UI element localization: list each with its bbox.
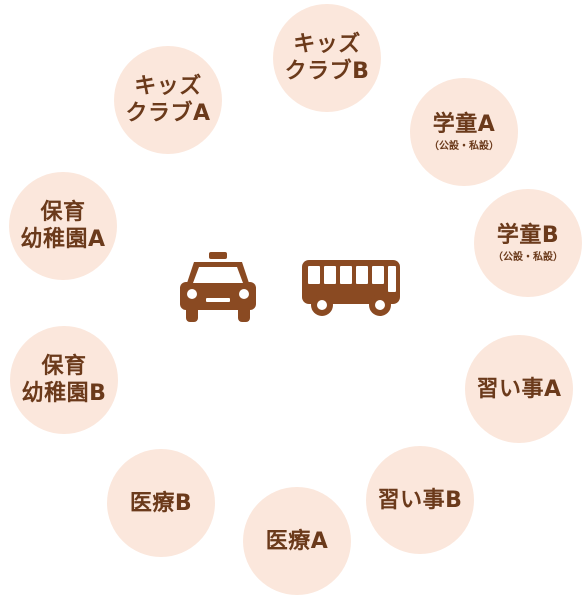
node-label-line-1: 習い事A [476, 376, 562, 402]
node-label-line-1: 保育 [40, 200, 86, 225]
node-label-line-1: キッズ [293, 32, 361, 57]
taxi-icon [180, 252, 256, 322]
node-hoiku-b[interactable]: 保育 幼稚園B [10, 326, 118, 434]
node-label-line-1: 学童B [496, 223, 560, 248]
node-naraigoto-a[interactable]: 習い事A [465, 335, 573, 443]
node-label-line-2: クラブB [284, 59, 370, 84]
node-label-line-1: 医療B [129, 490, 193, 516]
node-label-line-2: クラブA [125, 101, 211, 126]
node-sublabel: （公設・私設） [493, 252, 563, 263]
node-label-line-2: 幼稚園B [21, 381, 107, 406]
node-iryo-b[interactable]: 医療B [107, 449, 215, 557]
node-sublabel: （公設・私設） [429, 141, 499, 152]
node-label-line-1: 医療A [265, 528, 329, 554]
bus-icon [302, 260, 400, 316]
node-naraigoto-b[interactable]: 習い事B [366, 446, 474, 554]
node-gakudo-b[interactable]: 学童B （公設・私設） [474, 189, 582, 297]
node-label-line-1: 保育 [41, 354, 87, 379]
node-label-line-1: 習い事B [377, 487, 463, 513]
node-kids-club-a[interactable]: キッズ クラブA [114, 46, 222, 154]
node-kids-club-b[interactable]: キッズ クラブB [273, 4, 381, 112]
node-gakudo-a[interactable]: 学童A （公設・私設） [410, 78, 518, 186]
node-hoiku-a[interactable]: 保育 幼稚園A [9, 172, 117, 280]
node-iryo-a[interactable]: 医療A [243, 487, 351, 595]
node-label-line-1: 学童A [432, 112, 496, 137]
node-label-line-1: キッズ [134, 74, 202, 99]
node-label-line-2: 幼稚園A [20, 227, 106, 252]
